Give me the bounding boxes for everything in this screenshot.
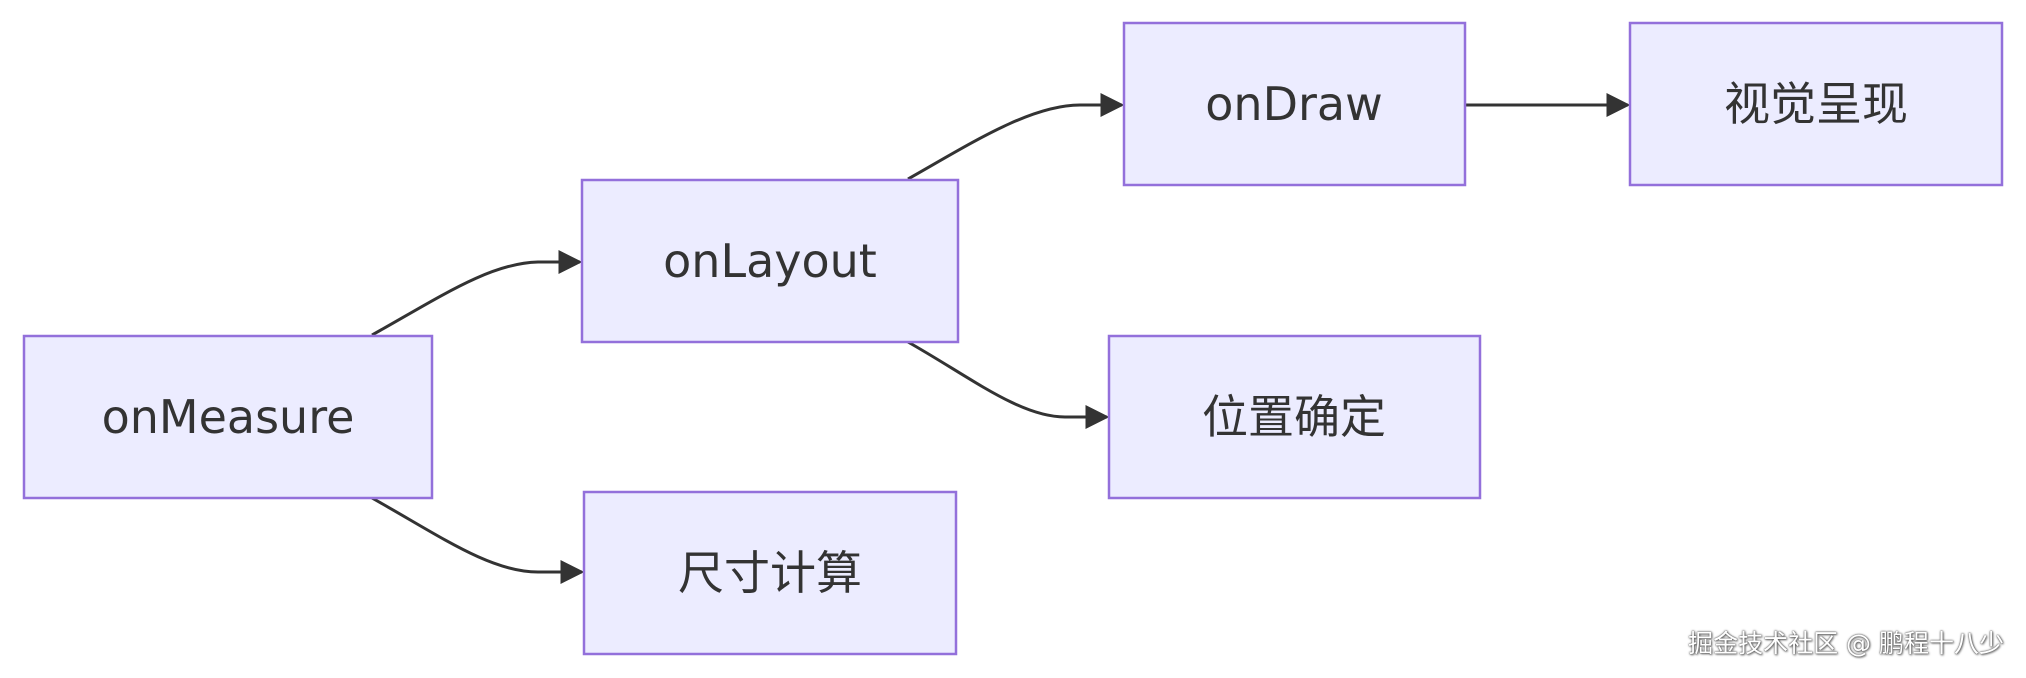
node-ondraw-box	[1122, 21, 1467, 187]
node-onmeasure: onMeasure	[22, 334, 434, 500]
node-size-calc: 尺寸计算	[582, 490, 958, 656]
node-onlayout-label: onLayout	[663, 234, 877, 288]
watermark-text: 掘金技术社区 @ 鹏程十八少	[1688, 629, 2004, 658]
node-ondraw-label: onDraw	[1205, 77, 1382, 131]
edge-onlayout-to-ondraw	[907, 93, 1125, 181]
node-size-calc-box	[582, 490, 958, 656]
edge-onmeasure-to-onlayout	[371, 250, 583, 337]
node-onlayout: onLayout	[580, 178, 960, 344]
node-onmeasure-box	[22, 334, 434, 500]
nodes-group: onMeasure onLayout 尺寸计算 onDraw 位置确定 视觉呈现	[22, 21, 2004, 656]
node-visual-label: 视觉呈现	[1724, 77, 1908, 131]
node-position-label: 位置确定	[1202, 390, 1386, 444]
edges-group	[371, 93, 1631, 584]
node-position: 位置确定	[1107, 334, 1482, 500]
node-position-box	[1107, 334, 1482, 500]
node-ondraw: onDraw	[1122, 21, 1467, 187]
node-onlayout-box	[580, 178, 960, 344]
edge-onmeasure-to-size-calc	[371, 496, 585, 584]
node-visual: 视觉呈现	[1628, 21, 2004, 187]
node-size-calc-label: 尺寸计算	[678, 546, 862, 600]
node-onmeasure-label: onMeasure	[102, 390, 355, 444]
edge-onlayout-to-position	[907, 340, 1110, 429]
node-visual-box	[1628, 21, 2004, 187]
